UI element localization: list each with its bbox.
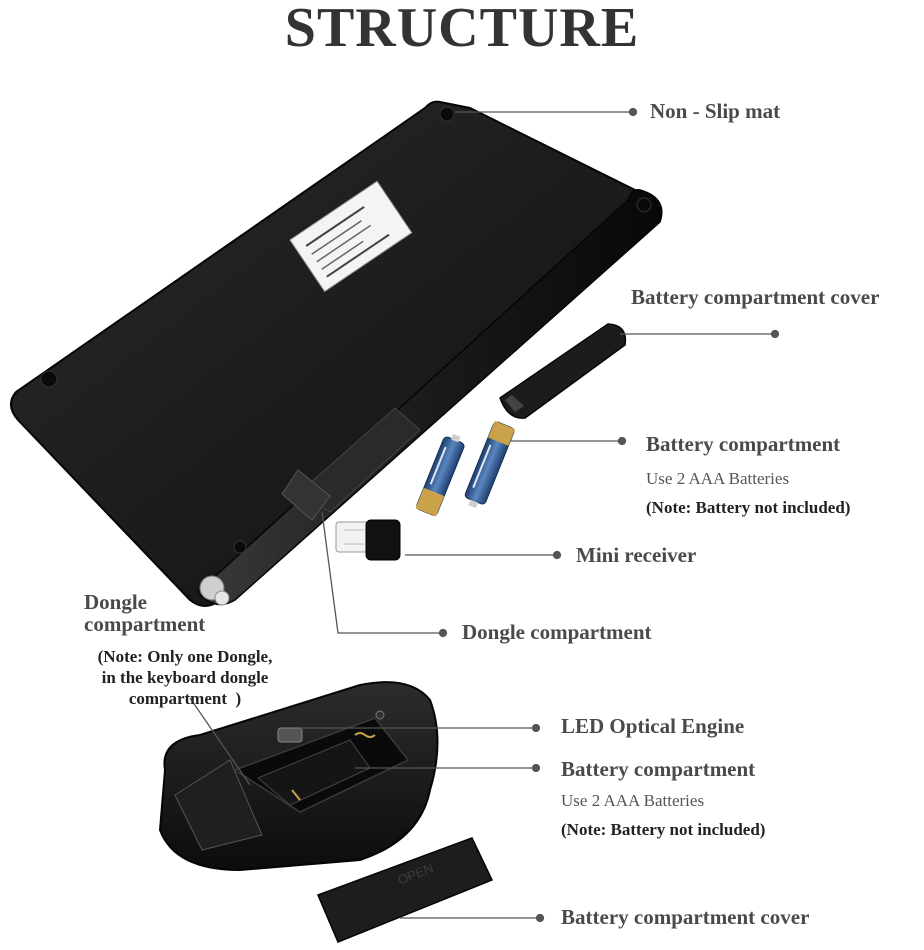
dongle-callout-note-line3: compartment ) (128, 689, 242, 708)
diagram-title: STRUCTURE (284, 0, 640, 59)
mouse-battery-cover: OPEN (317, 837, 494, 943)
aaa-batteries (415, 420, 516, 517)
dongle-callout-note-line2: in the keyboard dongle (101, 668, 269, 687)
dongle-callout-title-line1: Dongle (84, 590, 147, 614)
dongle-callout-title-line2: compartment (84, 612, 206, 636)
label-keyboard-battery-compartment: Battery compartment (646, 432, 841, 456)
label-dongle-compartment: Dongle compartment (462, 620, 652, 644)
label-keyboard-battery-note: (Note: Battery not included) (646, 498, 851, 517)
leader-dongle-compartment (321, 511, 443, 634)
mouse-underside (158, 681, 439, 872)
regulatory-sticker (289, 180, 413, 293)
keyboard-underside (10, 100, 663, 607)
label-keyboard-battery-use: Use 2 AAA Batteries (646, 469, 790, 488)
mini-receiver (335, 519, 401, 561)
label-mouse-battery-compartment: Battery compartment (561, 757, 756, 781)
dongle-callout-note-line1: (Note: Only one Dongle, (97, 647, 273, 666)
label-keyboard-battery-cover: Battery compartment cover (631, 285, 880, 309)
label-mini-receiver: Mini receiver (576, 543, 697, 567)
leader-lines (189, 107, 780, 923)
keyboard-battery-cover (499, 323, 627, 419)
leader-dongle-callout (189, 697, 251, 786)
label-mouse-battery-use: Use 2 AAA Batteries (561, 791, 705, 810)
label-mouse-battery-cover: Battery compartment cover (561, 905, 810, 929)
label-led-optical-engine: LED Optical Engine (561, 714, 745, 738)
label-mouse-battery-note: (Note: Battery not included) (561, 820, 766, 839)
label-non-slip-mat: Non - Slip mat (650, 99, 781, 123)
